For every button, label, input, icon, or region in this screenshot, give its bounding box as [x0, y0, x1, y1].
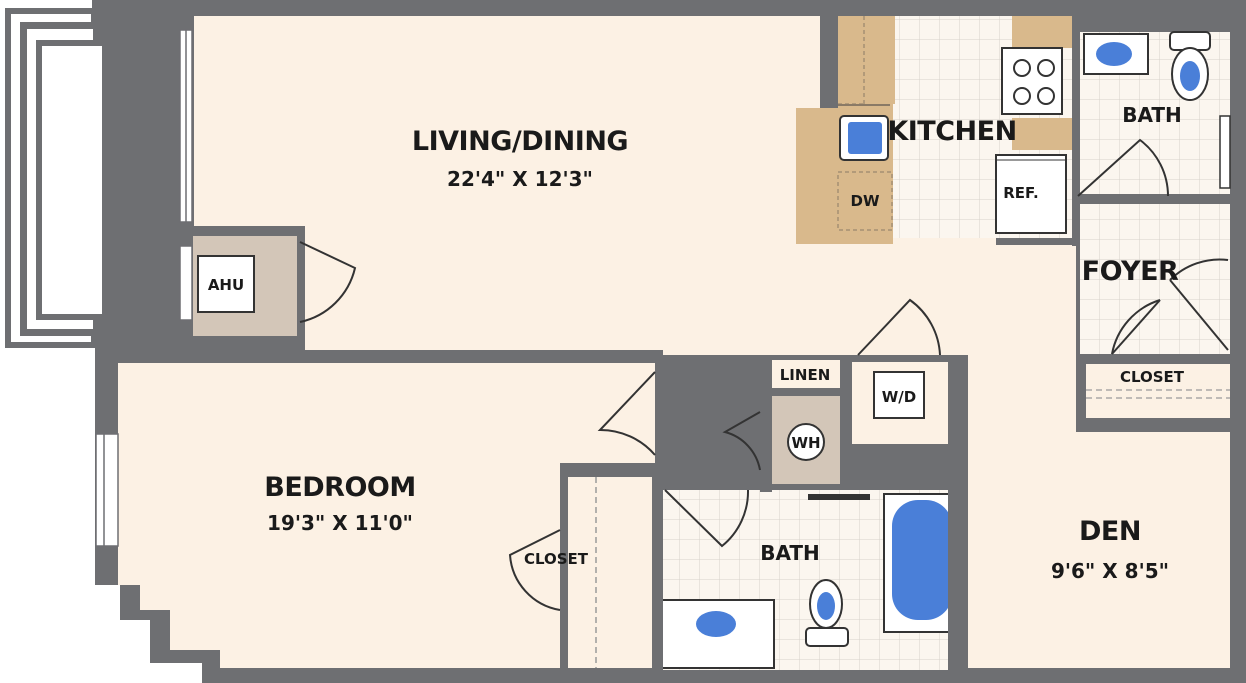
bath-top-label: BATH: [1122, 103, 1182, 127]
doors: [299, 138, 1229, 611]
linen-label: LINEN: [780, 366, 831, 384]
bedroom-closet-label: CLOSET: [524, 550, 589, 568]
interior-walls: [180, 0, 1230, 683]
labels: LIVING/DINING 22'4" X 12'3" BEDROOM 19'3…: [208, 103, 1185, 583]
fixtures: [197, 31, 1231, 669]
den-label: DEN: [1079, 516, 1141, 547]
den-dims: 9'6" X 8'5": [1051, 559, 1169, 583]
kitchen-label: KITCHEN: [887, 116, 1016, 147]
ahu-label: AHU: [208, 276, 244, 294]
bedroom-dims: 19'3" X 11'0": [267, 511, 413, 535]
bath-main-label: BATH: [760, 541, 820, 565]
ref-label: REF.: [1003, 184, 1039, 202]
living-dining-label: LIVING/DINING: [412, 126, 628, 157]
wd-label: W/D: [882, 388, 916, 406]
wh-label: WH: [791, 434, 820, 452]
windows: [95, 29, 193, 547]
foyer-closet-label: CLOSET: [1120, 368, 1185, 386]
dw-label: DW: [851, 192, 880, 210]
foyer-label: FOYER: [1082, 256, 1179, 287]
bedroom-label: BEDROOM: [264, 472, 416, 503]
living-dining-dims: 22'4" X 12'3": [447, 167, 593, 191]
